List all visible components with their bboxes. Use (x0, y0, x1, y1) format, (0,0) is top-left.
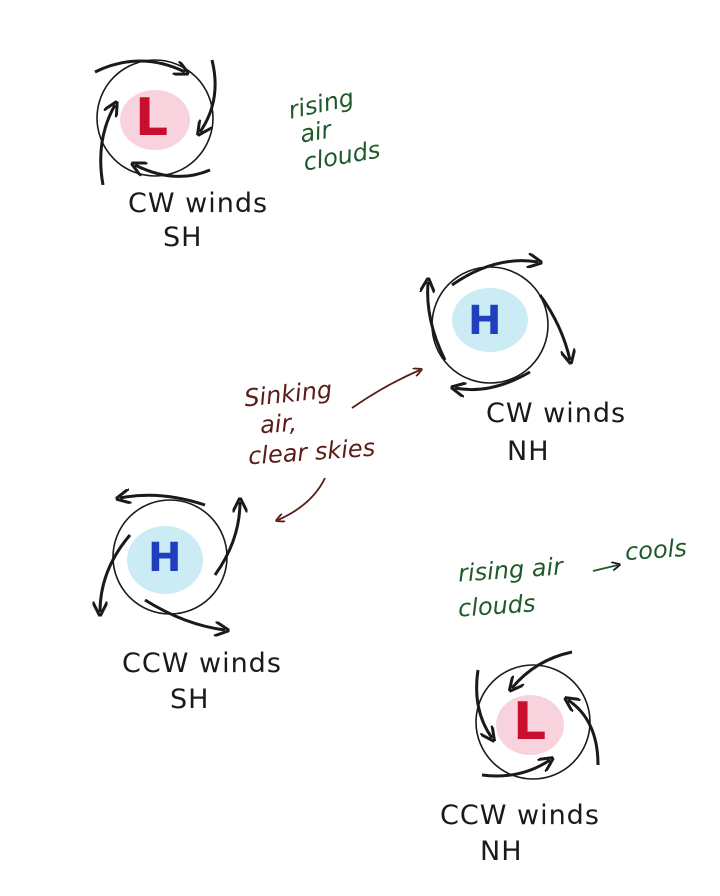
low-pressure-nh (475, 650, 600, 780)
low-nh-wind-arrow (475, 669, 492, 738)
high-nh-wind-arrow (428, 282, 447, 361)
low-sh-wind-arrow (94, 59, 185, 72)
high-sh-shading (127, 526, 203, 594)
low-pressure-sh (94, 59, 217, 186)
sinking-pointer-arrow-sh (278, 477, 326, 520)
low-symbol: L (513, 692, 547, 752)
system-label-line2: NH (507, 436, 550, 467)
high-sh-wind-arrow (120, 495, 206, 507)
high-pressure-nh (428, 261, 570, 390)
low-symbol: L (135, 88, 169, 148)
system-label-line1: CW winds (128, 188, 269, 219)
high-sh-wind-arrow (144, 598, 225, 630)
cools-arrow (592, 565, 618, 572)
low-nh-wind-arrow (568, 700, 600, 766)
high-nh-wind-arrow (538, 294, 570, 360)
low-sh-circle (96, 59, 214, 177)
note-sinking-line2: air, (259, 408, 298, 440)
note-bottom-rising-line2: clouds (457, 589, 537, 623)
system-label-line2: SH (163, 222, 203, 253)
low-sh-shading (120, 90, 190, 150)
system-label-line1: CCW winds (440, 800, 600, 831)
high-symbol: H (148, 535, 182, 581)
high-sh-wind-arrow (213, 502, 240, 576)
low-sh-wind-arrow (200, 59, 217, 132)
high-nh-wind-arrow (455, 370, 531, 390)
sinking-pointer-arrow-nh (351, 370, 420, 409)
high-nh-shading (452, 288, 528, 352)
note-bottom-rising-line1b: cools (624, 533, 688, 567)
high-pressure-sh (100, 495, 240, 630)
low-sh-wind-arrow (99, 105, 115, 186)
low-sh-wind-arrow (135, 165, 211, 178)
system-label-line2: NH (480, 836, 523, 867)
system-label-line1: CCW winds (122, 648, 282, 679)
high-sh-wind-arrow (100, 534, 132, 612)
high-symbol: H (468, 298, 502, 344)
low-nh-wind-arrow (512, 650, 573, 688)
low-nh-shading (496, 695, 564, 755)
system-label-line1: CW winds (486, 398, 627, 429)
high-nh-wind-arrow (451, 261, 538, 287)
low-nh-wind-arrow (481, 760, 550, 778)
system-label-line2: SH (170, 684, 210, 715)
